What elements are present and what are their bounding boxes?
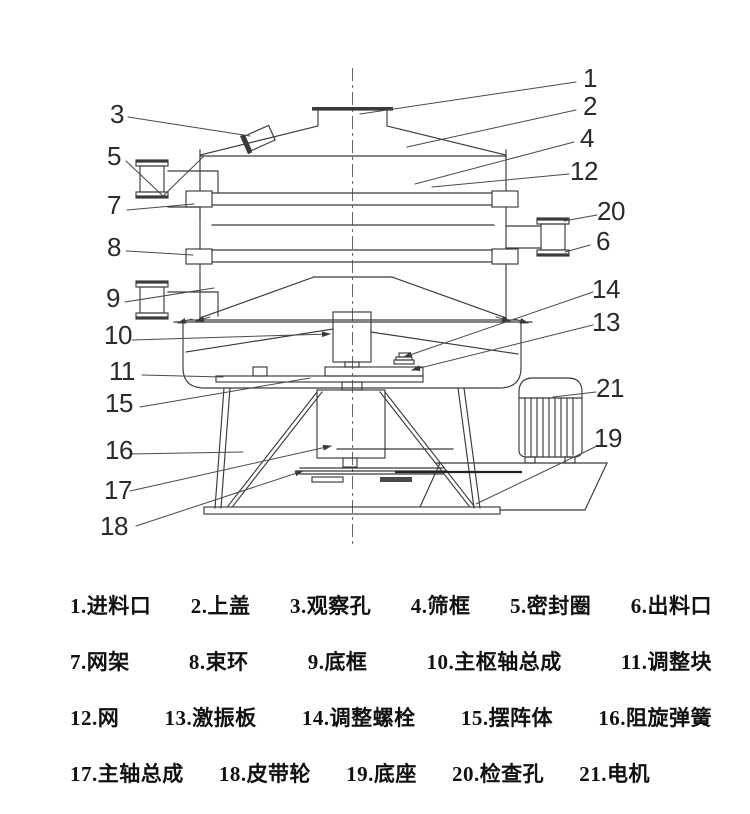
part-callout-4: 4	[580, 123, 594, 153]
left-outlet-lower	[135, 280, 219, 320]
stand-legs	[214, 387, 481, 509]
legend-row-3: 12.网 13.激振板 14.调整螺栓 15.摆阵体 16.阻旋弹簧	[70, 702, 712, 732]
part-callout-5: 5	[107, 141, 121, 171]
part-callout-1: 1	[583, 63, 597, 93]
pulley	[295, 467, 448, 483]
feed-inlet	[312, 107, 393, 127]
legend-row-1: 1.进料口 2.上盖 3.观察孔 4.筛框 5.密封圈 6.出料口	[70, 590, 712, 620]
part-callout-12: 12	[570, 156, 598, 186]
legend-row-4: 17.主轴总成 18.皮带轮 19.底座 20.检查孔 21.电机	[70, 758, 650, 788]
part-callout-20: 20	[597, 196, 625, 226]
parts-legend: 1.进料口 2.上盖 3.观察孔 4.筛框 5.密封圈 6.出料口 7.网架 8.束环 9.底…	[70, 590, 712, 814]
legend-item: 4.筛框	[410, 594, 471, 618]
legend-item: 18.皮带轮	[218, 762, 312, 786]
sieve-frame-walls	[199, 155, 507, 321]
legend-item: 14.调整螺栓	[301, 706, 416, 730]
part-callout-2: 2	[583, 91, 597, 121]
part-callout-15: 15	[105, 388, 133, 418]
legend-item: 12.网	[70, 706, 120, 730]
part-callout-14: 14	[592, 274, 620, 304]
legend-item: 8.束环	[188, 650, 249, 674]
top-cover	[199, 125, 507, 161]
observation-port	[239, 124, 276, 155]
legend-item: 15.摆阵体	[460, 706, 554, 730]
legend-row-2: 7.网架 8.束环 9.底框 10.主枢轴总成 11.调整块	[70, 646, 712, 676]
page: { "figure": { "description": "旋振筛结构示意图",…	[70, 63, 712, 786]
legend-item: 20.检查孔	[451, 762, 545, 786]
part-callout-19: 19	[594, 423, 622, 453]
legend-item: 10.主枢轴总成	[426, 650, 562, 674]
legend-item: 3.观察孔	[290, 594, 372, 618]
base-platform	[419, 462, 608, 511]
base-plate	[203, 506, 501, 515]
part-callout-18: 18	[100, 511, 128, 541]
legend-item: 6.出料口	[630, 594, 712, 618]
left-outlet-upper	[135, 159, 219, 219]
legend-item: 13.激振板	[164, 706, 257, 730]
legend-item: 11.调整块	[620, 650, 712, 674]
main-shaft-assembly	[316, 389, 386, 468]
legend-item: 17.主轴总成	[70, 762, 184, 786]
part-callout-10: 10	[104, 320, 132, 350]
part-callout-17: 17	[104, 475, 132, 505]
part-callout-21: 21	[596, 373, 624, 403]
legend-item: 1.进料口	[70, 594, 152, 618]
leader-lines	[124, 81, 598, 527]
part-callout-3: 3	[110, 99, 124, 129]
legend-item: 9.底框	[307, 650, 368, 674]
legend-item: 21.电机	[579, 762, 650, 786]
legend-item: 7.网架	[70, 650, 130, 674]
clamp-band-lower	[185, 248, 519, 265]
lower-cone-deck	[187, 276, 519, 322]
motor	[518, 377, 583, 464]
part-callout-11: 11	[109, 356, 135, 386]
part-callout-9: 9	[106, 283, 120, 313]
legend-item: 5.密封圈	[510, 594, 592, 618]
part-callout-13: 13	[592, 307, 620, 337]
legend-item: 19.底座	[346, 762, 417, 786]
part-callout-6: 6	[596, 226, 610, 256]
legend-item: 16.阻旋弹簧	[598, 706, 712, 730]
legend-item: 2.上盖	[190, 594, 251, 618]
part-callout-8: 8	[107, 232, 121, 262]
part-callout-16: 16	[105, 435, 133, 465]
part-callout-7: 7	[107, 190, 121, 220]
clamp-band-upper	[185, 190, 519, 208]
right-outlet	[505, 217, 570, 257]
mount-plates	[215, 366, 424, 391]
